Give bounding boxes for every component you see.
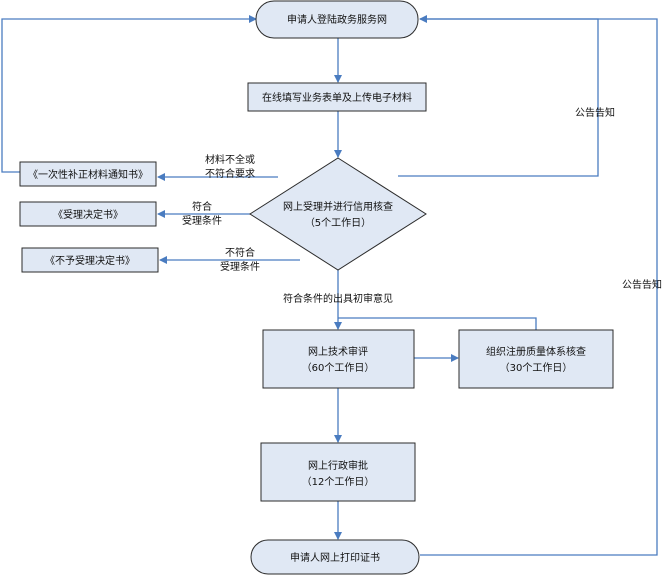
node-quality-check [458, 329, 614, 389]
node-admin-approval [260, 442, 416, 502]
label-meets-line1: 符合 [192, 200, 212, 213]
node-review-diamond [249, 157, 427, 271]
label-incomplete-line1: 材料不全或 [205, 153, 255, 166]
node-tech-review [262, 329, 415, 389]
edge-print-announce-to-start [420, 18, 658, 556]
edge-quality-back-to-tech [338, 317, 537, 330]
label-announce-top: 公告告知 [575, 106, 615, 119]
node-start-label: 申请人登陆政务服务网 [287, 13, 387, 26]
label-initial-opinion: 符合条件的出具初审意见 [283, 292, 393, 305]
node-quality-check-line1: 组织注册质量体系核查 [486, 345, 586, 358]
node-start [255, 0, 419, 39]
label-meets-line2: 受理条件 [182, 214, 222, 227]
edge-supplement-back-to-start [1, 15, 257, 173]
node-admin-approval-line2: （12个工作日） [302, 476, 375, 488]
edge-review-announce-to-start [398, 15, 599, 177]
label-incomplete-line2: 不符合要求 [205, 167, 255, 180]
node-print-certificate [250, 539, 420, 575]
node-fill-form [247, 82, 427, 112]
node-quality-check-line2: （30个工作日） [500, 362, 573, 374]
node-review-label-line2: （5个工作日） [305, 217, 371, 229]
node-review-label-line1: 网上受理并进行信用核查 [283, 200, 393, 213]
node-notice-accept-label: 《受理决定书》 [53, 208, 123, 221]
node-notice-supplement-label: 《一次性补正材料通知书》 [28, 168, 148, 181]
label-notmeets-line2: 受理条件 [220, 260, 260, 273]
node-notice-reject [21, 247, 159, 273]
node-notice-reject-label: 《不予受理决定书》 [45, 254, 135, 267]
label-announce-right: 公告告知 [622, 278, 662, 291]
node-fill-form-label: 在线填写业务表单及上传电子材料 [262, 91, 412, 104]
node-notice-supplement [19, 161, 157, 187]
node-print-certificate-label: 申请人网上打印证书 [290, 551, 380, 564]
node-tech-review-line1: 网上技术审评 [308, 345, 368, 358]
node-tech-review-line2: （60个工作日） [302, 362, 375, 374]
label-notmeets-line1: 不符合 [225, 246, 255, 259]
node-notice-accept [19, 201, 157, 227]
node-admin-approval-line1: 网上行政审批 [308, 459, 368, 472]
